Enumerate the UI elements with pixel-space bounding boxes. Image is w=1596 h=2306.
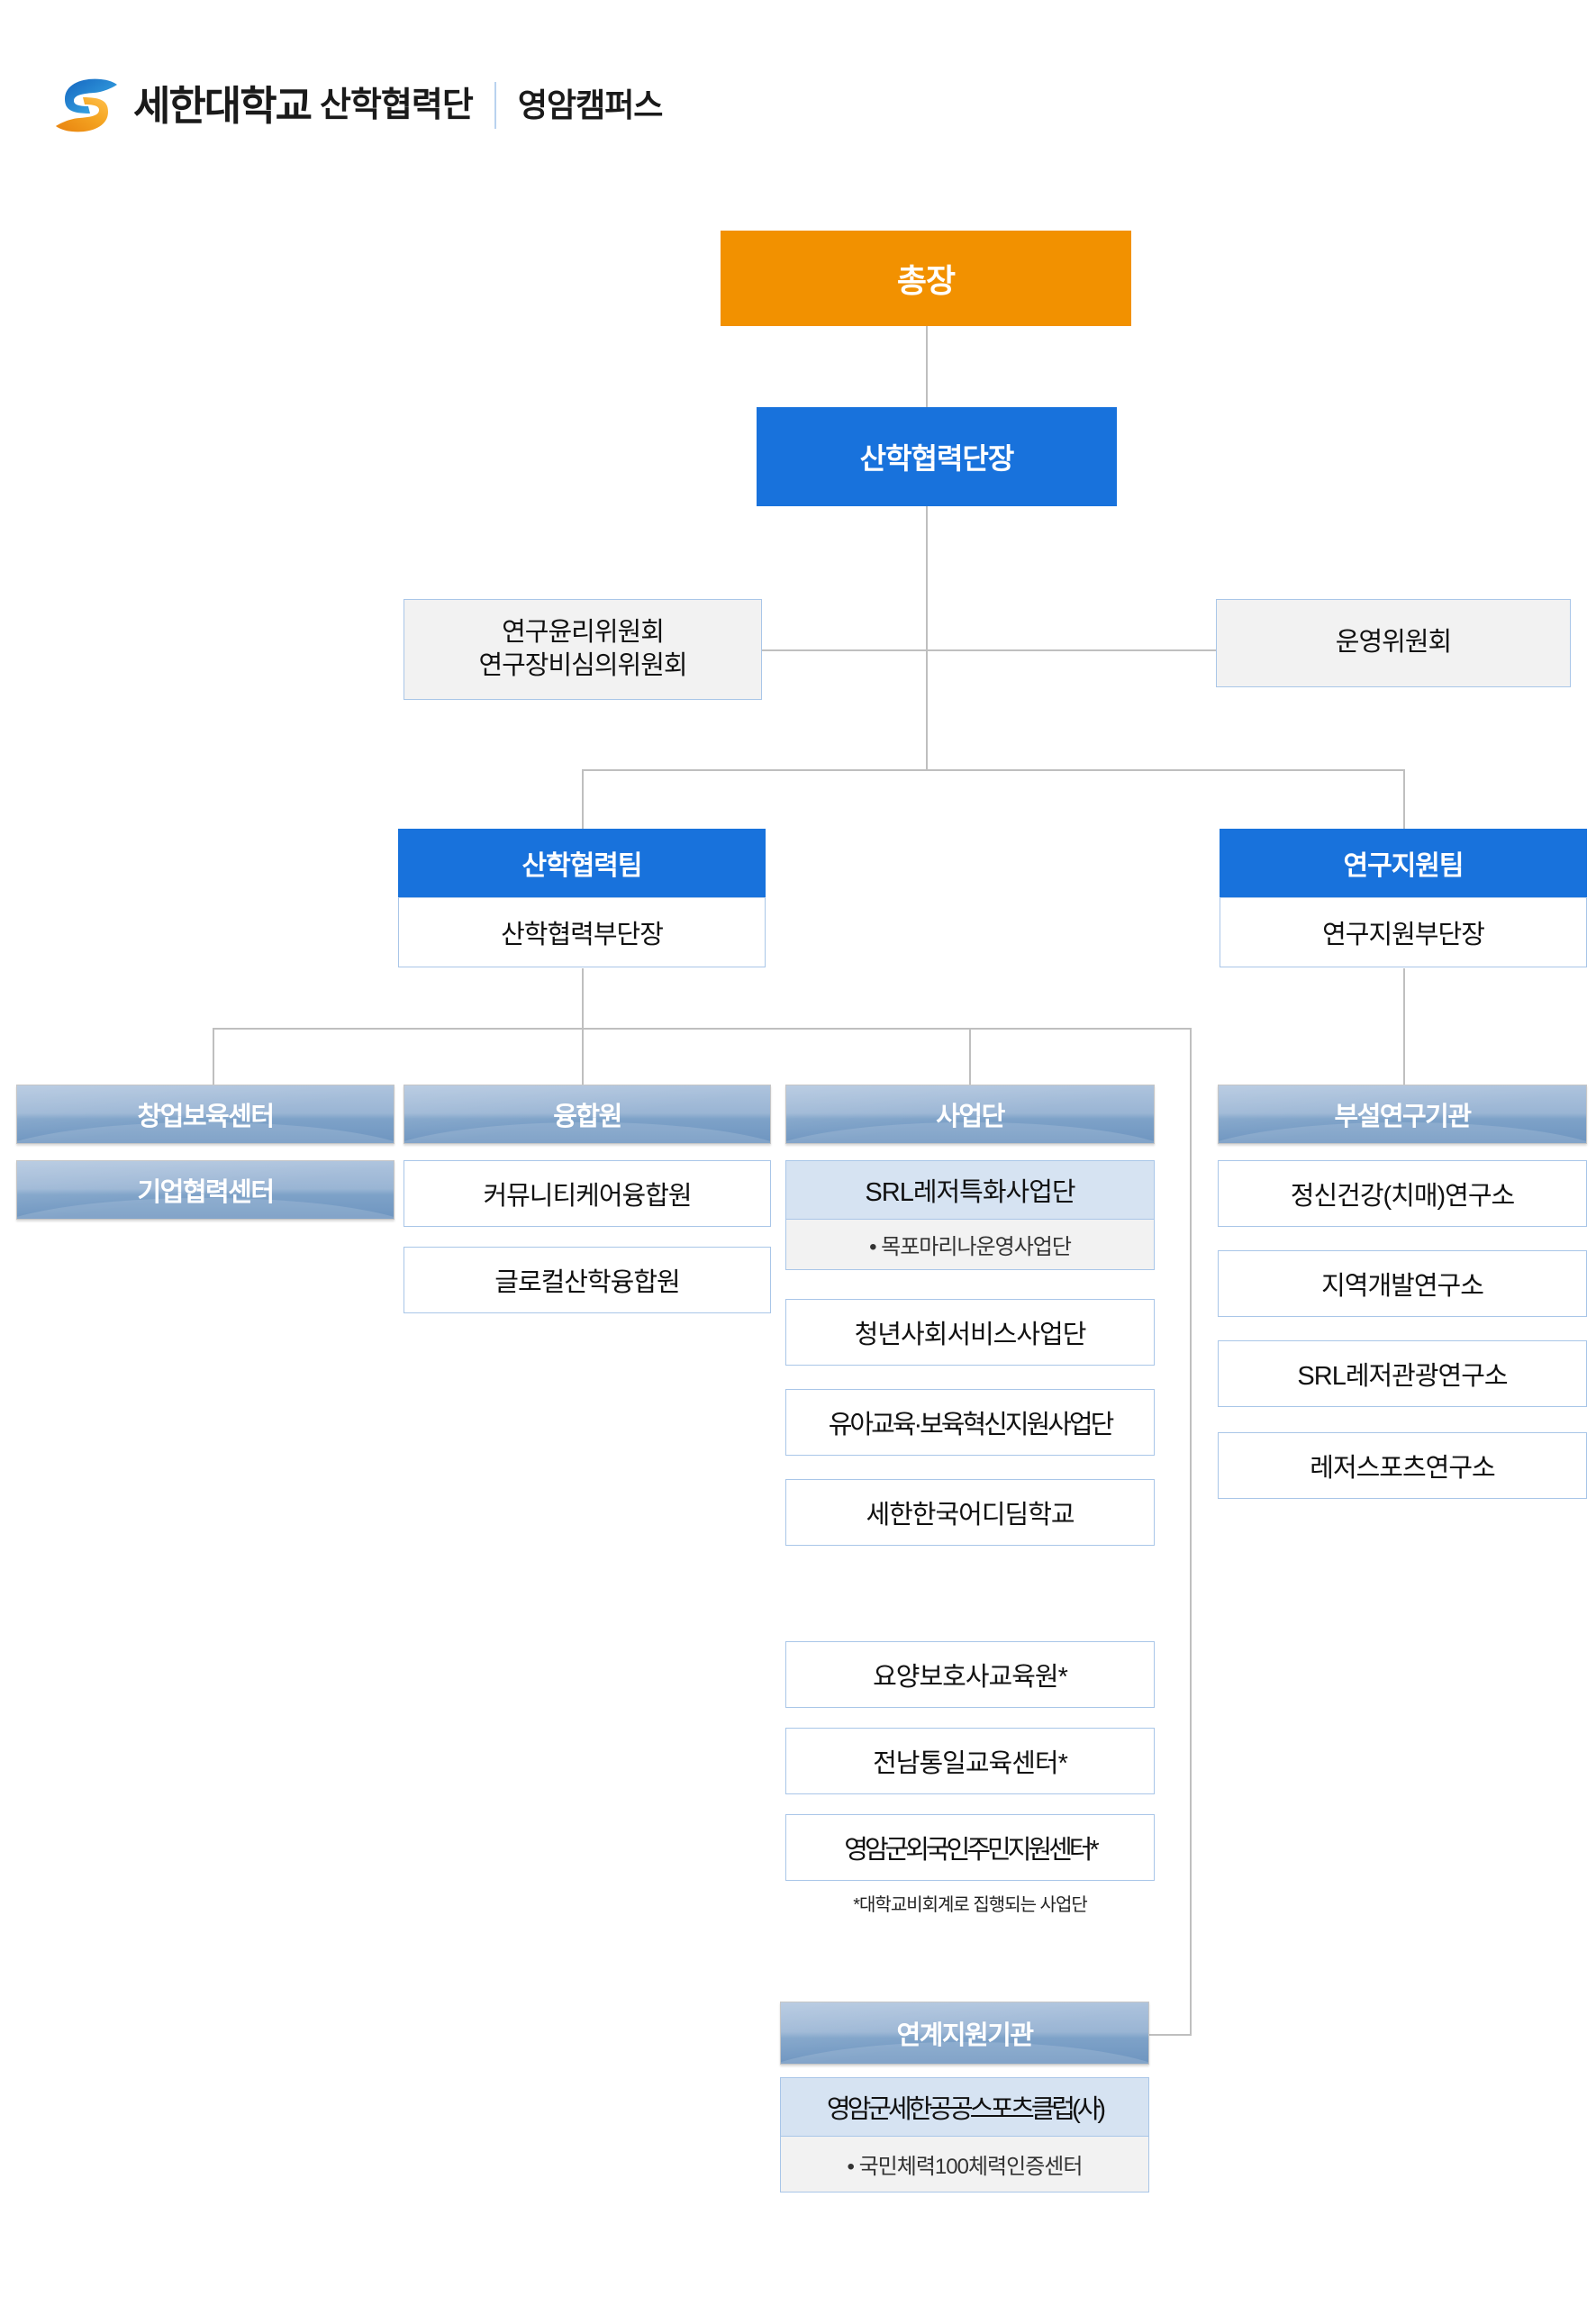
node-project-item-0[interactable]: SRL레저특화사업단 [785, 1160, 1155, 1220]
node-institute-item-2[interactable]: SRL레저관광연구소 [1218, 1340, 1587, 1407]
node-convergence-item-1[interactable]: 글로컬산학융합원 [404, 1247, 771, 1313]
node-institute-item-3[interactable]: 레저스포츠연구소 [1218, 1432, 1587, 1499]
node-corporate-cooperation-center[interactable]: 기업협력센터 [16, 1160, 394, 1220]
node-linked-support-header[interactable]: 연계지원기관 [780, 2002, 1149, 2065]
node-project-item-2[interactable]: 유아교육·보육혁신지원사업단 [785, 1389, 1155, 1456]
brand-foundation-name: 산학협력단 [320, 86, 474, 124]
connector-director-to-teams [926, 649, 928, 770]
connector-president-to-director [926, 326, 928, 407]
node-linked-support-main[interactable]: 영암군세한공공스포츠클럽(사) [780, 2077, 1149, 2137]
node-project-item-1[interactable]: 청년사회서비스사업단 [785, 1299, 1155, 1366]
committee-left-line1: 연구윤리위원회 [502, 617, 665, 647]
node-convergence-item-0[interactable]: 커뮤니티케어융합원 [404, 1160, 771, 1227]
node-linked-support-sub[interactable]: • 국민체력100체력인증센터 [780, 2137, 1149, 2193]
connector-committee-right [926, 649, 1216, 651]
sehan-s-logo-icon [54, 72, 119, 139]
connector-teams-split [582, 769, 1405, 771]
node-project-item-3[interactable]: 세한한국어디딤학교 [785, 1479, 1155, 1546]
node-committee-research-ethics[interactable]: 연구윤리위원회 연구장비심의위원회 [404, 599, 762, 700]
project-groups-footnote: *대학교비회계로 집행되는 사업단 [853, 1895, 1088, 1915]
connector-team-right-down [1403, 968, 1405, 1085]
node-institute-item-0[interactable]: 정신건강(치매)연구소 [1218, 1160, 1587, 1227]
brand-university-name: 세한대학교 [133, 82, 313, 129]
connector-to-convergence [582, 1028, 584, 1085]
node-convergence-institute-header[interactable]: 융합원 [404, 1085, 771, 1144]
node-project-item-0-sub[interactable]: • 목포마리나운영사업단 [785, 1220, 1155, 1270]
site-header: 세한대학교 산학협력단 영암캠퍼스 [54, 65, 664, 146]
node-project-item-4[interactable]: 요양보호사교육원* [785, 1641, 1155, 1708]
brand-campus-name: 영암캠퍼스 [517, 86, 664, 123]
connector-committee-left [761, 649, 927, 651]
connector-team-left-down [582, 968, 584, 1029]
connector-to-incubation [213, 1028, 214, 1085]
node-director[interactable]: 산학협력단장 [757, 407, 1117, 506]
connector-to-team-left [582, 769, 584, 829]
node-project-groups-header[interactable]: 사업단 [785, 1085, 1155, 1144]
node-affiliated-institutes-header[interactable]: 부설연구기관 [1218, 1085, 1587, 1144]
node-committee-operating[interactable]: 운영위원회 [1216, 599, 1571, 687]
node-team-industry-cooperation-deputy[interactable]: 산학협력부단장 [398, 897, 766, 967]
connector-to-linked-support-vertical [1190, 1028, 1192, 2035]
brand-divider [494, 82, 496, 129]
node-incubation-center-header[interactable]: 창업보육센터 [16, 1085, 394, 1144]
connector-to-linked-support-horizontal [1146, 2034, 1192, 2036]
node-team-industry-cooperation[interactable]: 산학협력팀 [398, 829, 766, 897]
committee-left-line2: 연구장비심의위원회 [478, 651, 687, 680]
connector-to-team-right [1403, 769, 1405, 829]
node-president[interactable]: 총장 [721, 231, 1131, 326]
node-institute-item-1[interactable]: 지역개발연구소 [1218, 1250, 1587, 1317]
connector-columns-bus [213, 1028, 1191, 1030]
node-team-research-support[interactable]: 연구지원팀 [1220, 829, 1587, 897]
connector-director-trunk [926, 506, 928, 650]
node-team-research-support-deputy[interactable]: 연구지원부단장 [1220, 897, 1587, 967]
committee-right-label: 운영위원회 [1335, 628, 1452, 658]
node-project-item-5[interactable]: 전남통일교육센터* [785, 1728, 1155, 1794]
node-project-item-6[interactable]: 영암군외국인주민지원센터* [785, 1814, 1155, 1881]
connector-to-projects [969, 1028, 971, 1085]
